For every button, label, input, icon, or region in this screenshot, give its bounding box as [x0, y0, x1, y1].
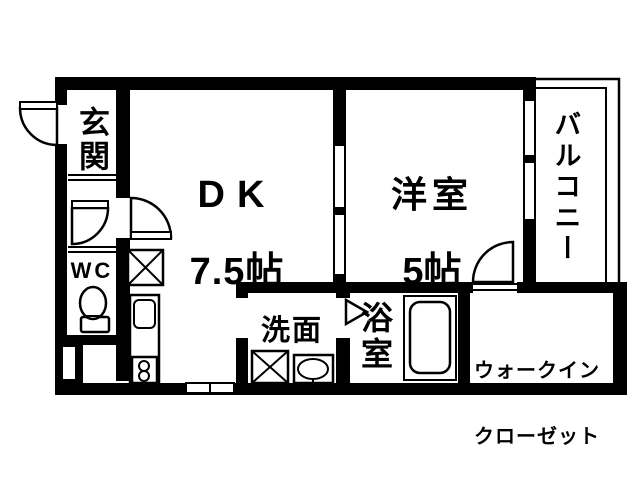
closet-threshold-lines	[473, 283, 517, 291]
entrance-door-swing-icon	[18, 106, 59, 147]
threshold-lines	[68, 174, 116, 253]
entrance-door-leaf-icon	[19, 101, 58, 110]
kitchen-window-icon	[185, 382, 211, 394]
kitchen-window-icon	[209, 382, 235, 394]
wall-lower-row-top	[236, 282, 627, 293]
walk-in-closet-label-block: ウォークイン クローゼット	[460, 316, 614, 480]
genkan-label: 玄関	[74, 106, 109, 174]
bathroom-label: 浴室	[357, 301, 393, 373]
walk-in-closet-label-line2: クローゼット	[474, 426, 600, 448]
wc-label: WC	[70, 258, 114, 283]
wall-left	[55, 77, 67, 395]
kitchen-sink-icon	[133, 299, 156, 329]
washroom-opening	[235, 298, 250, 338]
kitchen-counter-icon	[128, 293, 161, 385]
refrigerator-space-icon	[126, 248, 165, 287]
wall-right	[613, 282, 627, 395]
western-room-label: 洋室	[390, 174, 473, 215]
washing-machine-space-icon	[250, 349, 290, 385]
wall-closet-left	[458, 293, 470, 383]
western-room-label-block: 洋室 5帖	[352, 139, 512, 329]
bedroom-door-swing-icon	[471, 240, 515, 284]
folding-bath-door-icon	[344, 297, 370, 327]
storage-window-icon	[63, 347, 75, 379]
sliding-door-icon	[333, 144, 346, 209]
balcony-window-icon	[523, 99, 536, 157]
wall-top	[55, 77, 536, 90]
bathtub-icon	[403, 295, 457, 381]
dk-label-block: DK 7.5帖	[148, 139, 326, 329]
balcony-outline	[523, 77, 621, 282]
hall-door-swing-icon	[70, 206, 110, 246]
dk-door-opening	[115, 198, 131, 238]
windows	[185, 99, 536, 394]
sliding-door-icon	[333, 213, 346, 276]
dk-label: DK	[197, 174, 277, 216]
washroom-label: 洗面	[260, 315, 323, 347]
doors	[18, 101, 515, 327]
vanity-sink-icon	[292, 353, 335, 385]
balcony-label: バルコニー	[550, 110, 581, 265]
dk-door-leaf-icon	[130, 231, 172, 240]
walk-in-closet-label-line1: ウォークイン	[474, 360, 600, 382]
western-room-size-label: 5帖	[402, 251, 462, 293]
balcony-window-icon	[523, 161, 536, 221]
hall-door-leaf-icon	[71, 200, 109, 209]
toilet-icon	[78, 285, 111, 334]
dk-size-label: 7.5帖	[189, 251, 285, 293]
wall-wc-bottom	[67, 335, 116, 345]
